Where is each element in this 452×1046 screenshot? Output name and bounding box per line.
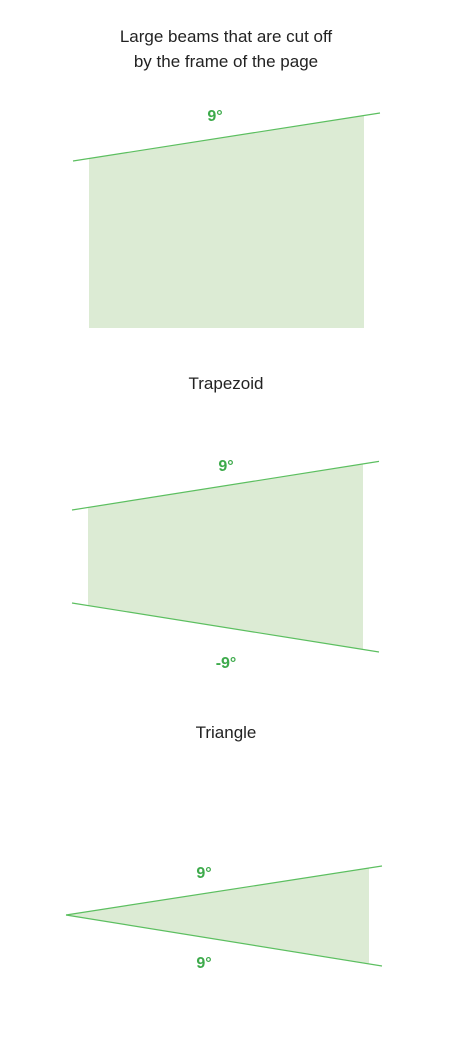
section-trapezoid: Trapezoid 9° -9° (71, 374, 380, 672)
triangle-top-angle-label: 9° (196, 865, 211, 882)
triangle-top-edge (65, 865, 383, 916)
section-2-caption: Trapezoid (189, 374, 264, 393)
section-3-caption: Triangle (196, 723, 257, 742)
cutoff-beam-top-edge (72, 112, 381, 162)
trapezoid-top-angle-label: 9° (218, 458, 233, 475)
section-1-caption-line-1: Large beams that are cut off (120, 27, 333, 46)
cutoff-beam-fill (89, 115, 364, 328)
cutoff-top-angle-label: 9° (207, 108, 222, 125)
section-1-caption-line-2: by the frame of the page (134, 52, 318, 71)
trapezoid-top-edge (71, 460, 380, 511)
triangle-bottom-edge (65, 914, 383, 967)
trapezoid-fill (88, 463, 363, 650)
triangle-fill (66, 867, 369, 964)
trapezoid-bottom-edge (71, 602, 380, 653)
triangle-bottom-angle-label: 9° (196, 955, 211, 972)
section-large-beams: Large beams that are cut off by the fram… (72, 27, 381, 328)
trapezoid-bottom-angle-label: -9° (216, 655, 237, 672)
section-triangle: Triangle 9° 9° (65, 723, 383, 972)
